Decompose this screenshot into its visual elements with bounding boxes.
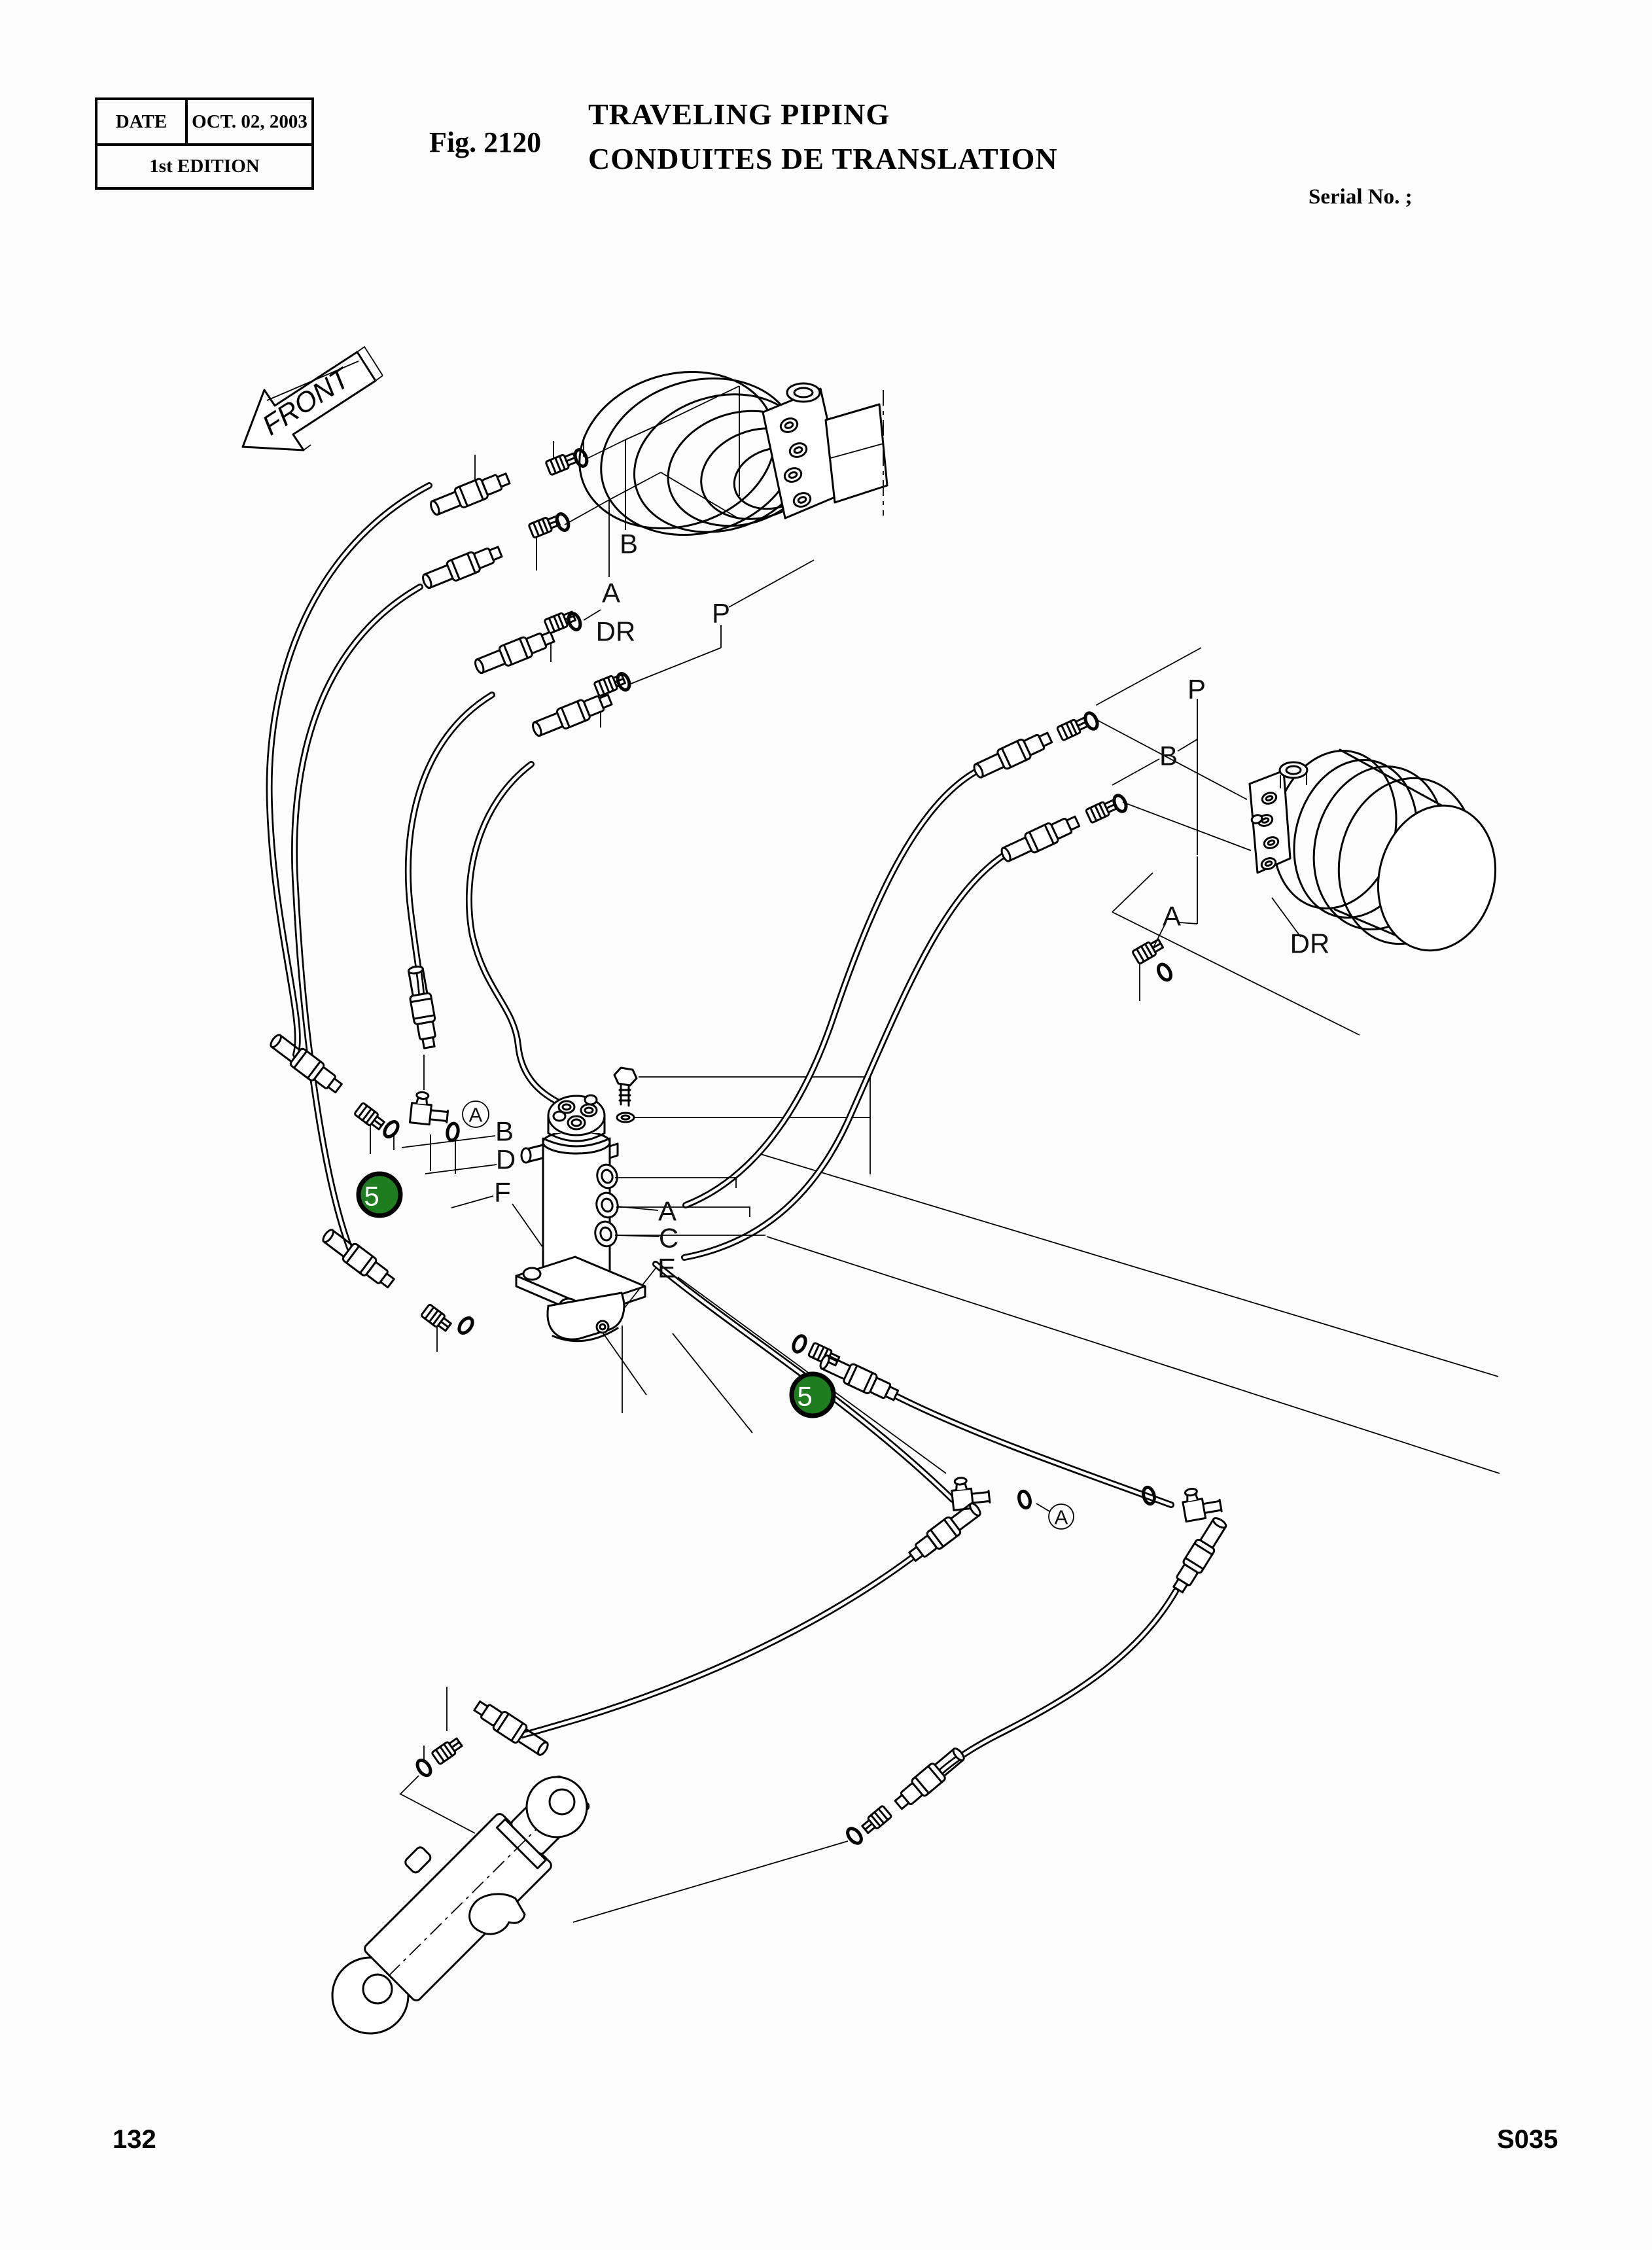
part-marker-5-center: 5 — [789, 1371, 836, 1418]
svg-text:A: A — [469, 1104, 483, 1127]
svg-text:5: 5 — [797, 1381, 812, 1412]
figure-number: Fig. 2120 — [429, 126, 542, 158]
circled-a-callout-swivel: A — [462, 1100, 489, 1128]
right-motor-port-b: B — [1159, 741, 1178, 771]
date-label: DATE — [97, 100, 188, 143]
page-number: 132 — [113, 2125, 156, 2154]
right-motor-port-dr: DR — [1290, 928, 1330, 959]
svg-text:5: 5 — [364, 1181, 379, 1212]
left-travel-motor — [578, 370, 888, 536]
front-arrow: FRONT — [241, 345, 383, 451]
edition-label: 1st EDITION — [149, 156, 260, 177]
hydraulic-hoses — [266, 482, 1179, 1775]
left-motor-port-p: P — [712, 598, 730, 629]
left-motor-port-a: A — [602, 578, 620, 608]
mounting-bolt — [613, 1066, 638, 1123]
swivel-port-d: D — [496, 1144, 516, 1175]
document-code: S035 — [1497, 2125, 1558, 2154]
date-box: DATE OCT. 02, 2003 1st EDITION — [95, 97, 314, 190]
date-value: OCT. 02, 2003 — [192, 111, 308, 132]
left-motor-port-dr: DR — [596, 616, 636, 647]
left-motor-port-b: B — [620, 529, 638, 559]
right-motor-port-a: A — [1163, 901, 1181, 932]
page-title-fr: CONDUITES DE TRANSLATION — [588, 142, 1058, 175]
swivel-port-c: C — [659, 1223, 678, 1254]
swivel-joint — [515, 1066, 765, 1343]
part-marker-5-left: 5 — [356, 1171, 403, 1218]
circled-a-callout-bottom: A — [1048, 1503, 1074, 1530]
callout-labels: B A DR P P B A DR B D F A C E A A 5 — [356, 529, 1330, 1530]
swivel-port-b: B — [495, 1116, 514, 1147]
page-title-en: TRAVELING PIPING — [588, 97, 890, 131]
construction-lines — [370, 385, 1500, 1923]
serial-number-label: Serial No. ; — [1309, 185, 1413, 209]
svg-text:A: A — [1055, 1506, 1068, 1529]
swivel-port-a: A — [658, 1196, 677, 1227]
right-motor-port-p: P — [1187, 674, 1206, 705]
swivel-port-e: E — [658, 1253, 676, 1284]
blade-cylinder — [331, 1775, 590, 2035]
right-travel-motor — [1248, 748, 1497, 952]
swivel-port-f: F — [494, 1177, 511, 1208]
